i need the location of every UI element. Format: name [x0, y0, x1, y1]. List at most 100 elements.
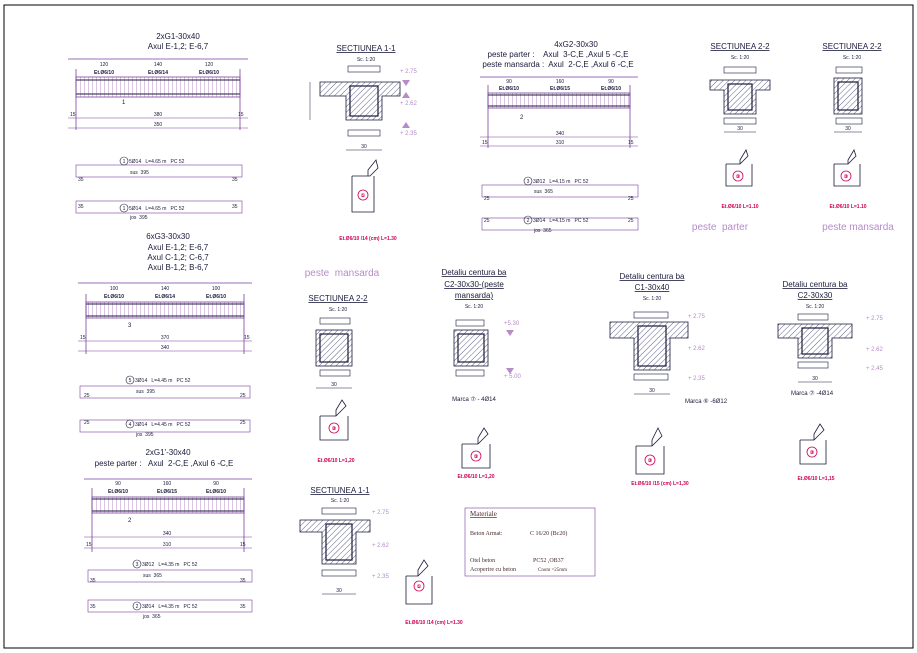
beam-axis: peste mansarda : Axul 2-C,E ,Axul 6 -C,E [482, 60, 633, 69]
svg-text:100: 100 [110, 286, 119, 292]
svg-text:160: 160 [163, 481, 172, 487]
svg-text:310: 310 [163, 542, 172, 548]
svg-text:15: 15 [482, 140, 488, 146]
svg-text:Detaliu centura ba: Detaliu centura ba [783, 280, 848, 289]
svg-text:PC52 ,OB37: PC52 ,OB37 [533, 558, 564, 564]
svg-text:+ 2.75: + 2.75 [688, 314, 706, 320]
svg-text:90: 90 [608, 79, 614, 85]
svg-text:Axul C-1,2; C-6,7: Axul C-1,2; C-6,7 [147, 253, 209, 262]
svg-text:+ 5.00: + 5.00 [504, 374, 522, 380]
svg-text:Cnom =25mm: Cnom =25mm [538, 568, 567, 573]
svg-text:Et.Ø6/10 L=1,20: Et.Ø6/10 L=1,20 [457, 474, 494, 480]
svg-text:3Ø12 L=4.35 m PC 52: 3Ø12 L=4.35 m PC 52 [142, 562, 198, 568]
svg-text:③: ③ [844, 174, 849, 180]
beam-title: 6xG3-30x30 [146, 232, 190, 241]
section-2-2-middle: peste mansarda SECTIUNEA 2-2 Sc. 1:20 30… [305, 268, 380, 464]
svg-text:350: 350 [154, 122, 163, 128]
svg-text:120: 120 [205, 62, 214, 68]
svg-text:30: 30 [336, 588, 342, 594]
svg-text:35: 35 [240, 604, 246, 610]
svg-text:+ 2.35: + 2.35 [688, 376, 706, 382]
svg-text:140: 140 [154, 62, 163, 68]
svg-text:4: 4 [129, 422, 132, 428]
materials-legend: Materiale Beton Armat: C 16/20 (Bc20) Ot… [464, 507, 596, 577]
svg-text:35: 35 [240, 578, 246, 584]
svg-text:peste mansarda: peste mansarda [822, 222, 894, 233]
svg-text:Detaliu centura ba: Detaliu centura ba [442, 268, 507, 277]
svg-text:Et.Ø6/10: Et.Ø6/10 [206, 489, 226, 495]
svg-text:25: 25 [628, 196, 634, 202]
svg-text:③: ③ [332, 426, 337, 432]
svg-text:C2-30x30-(peste: C2-30x30-(peste [444, 280, 504, 289]
beam-g1: 2xG1-30x40 Axul E-1,2; E-6,7 120 140 120… [68, 32, 248, 221]
svg-text:3Ø12 L=4.15 m PC 52: 3Ø12 L=4.15 m PC 52 [533, 179, 589, 185]
svg-text:2: 2 [520, 115, 524, 121]
svg-text:25: 25 [84, 420, 90, 426]
svg-text:Et.Ø6/10: Et.Ø6/10 [104, 294, 124, 300]
svg-text:Et.Ø6/10: Et.Ø6/10 [108, 489, 128, 495]
svg-text:2: 2 [128, 518, 132, 524]
svg-text:③: ③ [648, 458, 653, 464]
svg-text:3Ø14 L=4.15 m PC 52: 3Ø14 L=4.15 m PC 52 [533, 218, 589, 224]
svg-text:Sc. 1:20: Sc. 1:20 [806, 304, 825, 310]
svg-text:peste parter: peste parter [692, 222, 749, 233]
svg-text:25: 25 [240, 420, 246, 426]
svg-text:Marca ⑦ -4Ø14: Marca ⑦ -4Ø14 [791, 390, 834, 397]
svg-text:25: 25 [628, 218, 634, 224]
svg-text:+ 2.35: + 2.35 [400, 131, 418, 137]
svg-text:340: 340 [163, 531, 172, 537]
svg-text:Beton Armat:: Beton Armat: [470, 531, 503, 537]
svg-text:Et.Ø6/10 /14 (cm) L=1.30: Et.Ø6/10 /14 (cm) L=1.30 [339, 236, 397, 242]
svg-text:Marca ⑥ -6Ø12: Marca ⑥ -6Ø12 [685, 398, 728, 405]
svg-text:Otel beton: Otel beton [470, 558, 495, 564]
svg-text:Et.Ø6/15: Et.Ø6/15 [157, 489, 177, 495]
svg-text:340: 340 [556, 131, 565, 137]
svg-text:3Ø14 L=4.35 m PC 52: 3Ø14 L=4.35 m PC 52 [142, 604, 198, 610]
svg-text:30: 30 [845, 126, 851, 132]
svg-text:15: 15 [240, 542, 246, 548]
beam-g2: 4xG2-30x30 peste parter : Axul 3-C,E ,Ax… [480, 40, 639, 234]
svg-text:Detaliu centura ba: Detaliu centura ba [620, 272, 685, 281]
svg-text:Et.Ø6/14: Et.Ø6/14 [148, 70, 168, 76]
svg-text:Et.Ø6/14: Et.Ø6/14 [155, 294, 175, 300]
svg-text:SECTIUNEA 2-2: SECTIUNEA 2-2 [710, 42, 770, 51]
svg-text:Et.Ø6/10 L=1,15: Et.Ø6/10 L=1,15 [797, 476, 834, 482]
svg-text:30: 30 [737, 126, 743, 132]
svg-text:90: 90 [115, 481, 121, 487]
svg-text:2: 2 [136, 604, 139, 610]
svg-text:+ 2.62: + 2.62 [372, 543, 390, 549]
svg-text:Et.Ø6/10: Et.Ø6/10 [499, 86, 519, 92]
svg-text:Et.Ø6/15: Et.Ø6/15 [550, 86, 570, 92]
svg-text:Et.Ø6/10 L=1.10: Et.Ø6/10 L=1.10 [721, 204, 758, 210]
svg-text:140: 140 [161, 286, 170, 292]
svg-text:+ 2.62: + 2.62 [866, 347, 884, 353]
svg-text:35: 35 [90, 604, 96, 610]
svg-text:+ 2.75: + 2.75 [372, 510, 390, 516]
svg-text:jos 395: jos 395 [129, 215, 148, 221]
rebar-top: 5Ø14 L=4.65 m PC 52 [129, 159, 185, 165]
svg-text:SECTIUNEA 2-2: SECTIUNEA 2-2 [308, 294, 368, 303]
svg-text:90: 90 [506, 79, 512, 85]
svg-text:35: 35 [232, 204, 238, 210]
svg-text:30: 30 [331, 382, 337, 388]
beam-g1-prime: 2xG1'-30x40 peste parter : Axul 2-C,E ,A… [84, 448, 253, 620]
svg-text:jos 365: jos 365 [142, 614, 161, 620]
svg-text:3: 3 [136, 562, 139, 568]
svg-text:15: 15 [86, 542, 92, 548]
svg-text:120: 120 [100, 62, 109, 68]
svg-text:Sc. 1:20: Sc. 1:20 [843, 55, 862, 61]
svg-text:15: 15 [628, 140, 634, 146]
svg-text:①: ① [361, 193, 366, 199]
svg-text:90: 90 [213, 481, 219, 487]
detail-centura-cb: Detaliu centura ba C2-30x30-(peste mansa… [442, 268, 522, 480]
svg-text:15: 15 [70, 112, 76, 118]
section-2-2-mansarda: SECTIUNEA 2-2 Sc. 1:20 30 ③ Et.Ø6/10 L=1… [822, 42, 894, 233]
svg-text:30: 30 [361, 144, 367, 150]
svg-text:310: 310 [556, 140, 565, 146]
svg-text:+ 2.75: + 2.75 [866, 316, 884, 322]
section-1-1-bottom: SECTIUNEA 1-1 Sc. 1:20 + 2.75 + 2.62 + 2… [299, 486, 463, 626]
section-1-1-top: SECTIUNEA 1-1 Sc. 1:20 + 2.75 + 2.62 + 2… [309, 44, 418, 242]
svg-text:160: 160 [556, 79, 565, 85]
svg-text:+ 2.45: + 2.45 [866, 366, 884, 372]
svg-text:3: 3 [527, 179, 530, 185]
